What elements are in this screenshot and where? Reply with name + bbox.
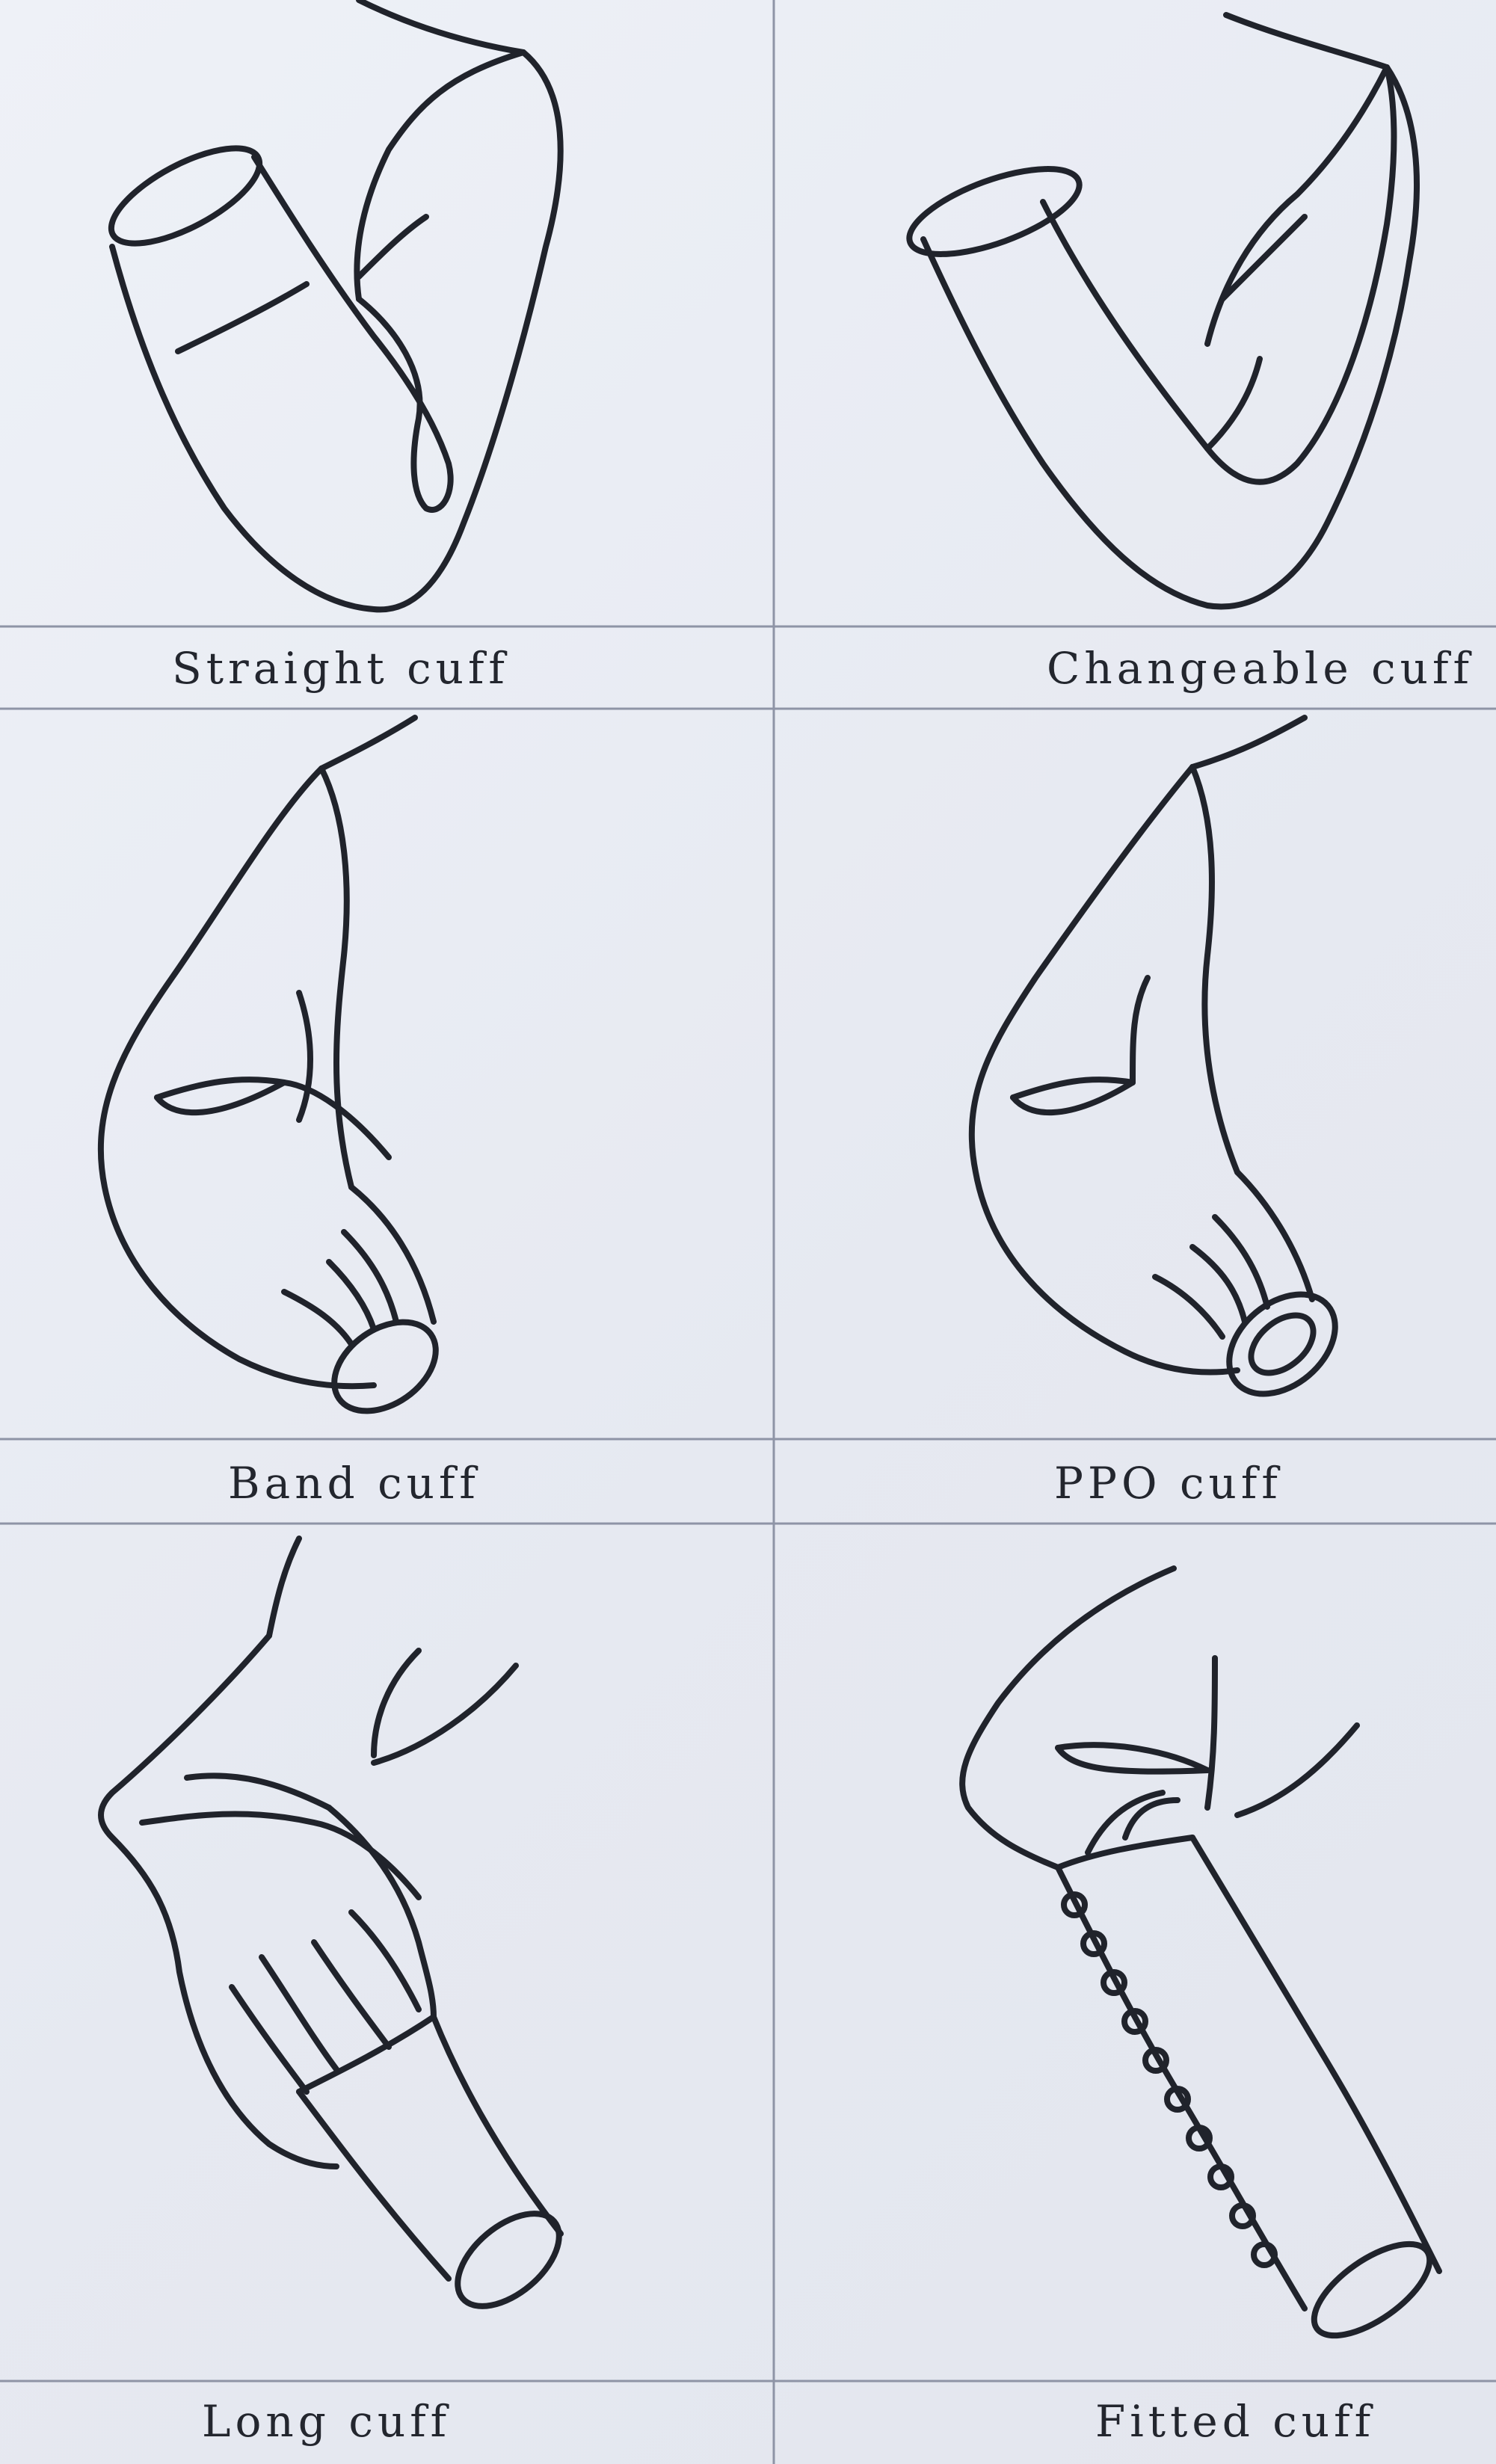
sketch-long-cuff <box>0 1524 774 2381</box>
label-straight-cuff: Straight cuff <box>172 643 509 694</box>
sketch-straight-cuff <box>0 0 774 626</box>
sketch-fitted-cuff <box>774 1524 1496 2381</box>
sketch-ppo-cuff <box>774 709 1496 1439</box>
label-long-cuff: Long cuff <box>202 2396 452 2447</box>
label-fitted-cuff: Fitted cuff <box>1095 2396 1376 2447</box>
label-band-cuff: Band cuff <box>228 1458 480 1509</box>
label-changeable-cuff: Changeable cuff <box>1047 643 1474 694</box>
sketch-changeable-cuff <box>774 0 1496 626</box>
sketch-band-cuff <box>0 709 774 1439</box>
label-ppo-cuff: PPO cuff <box>1054 1458 1282 1509</box>
